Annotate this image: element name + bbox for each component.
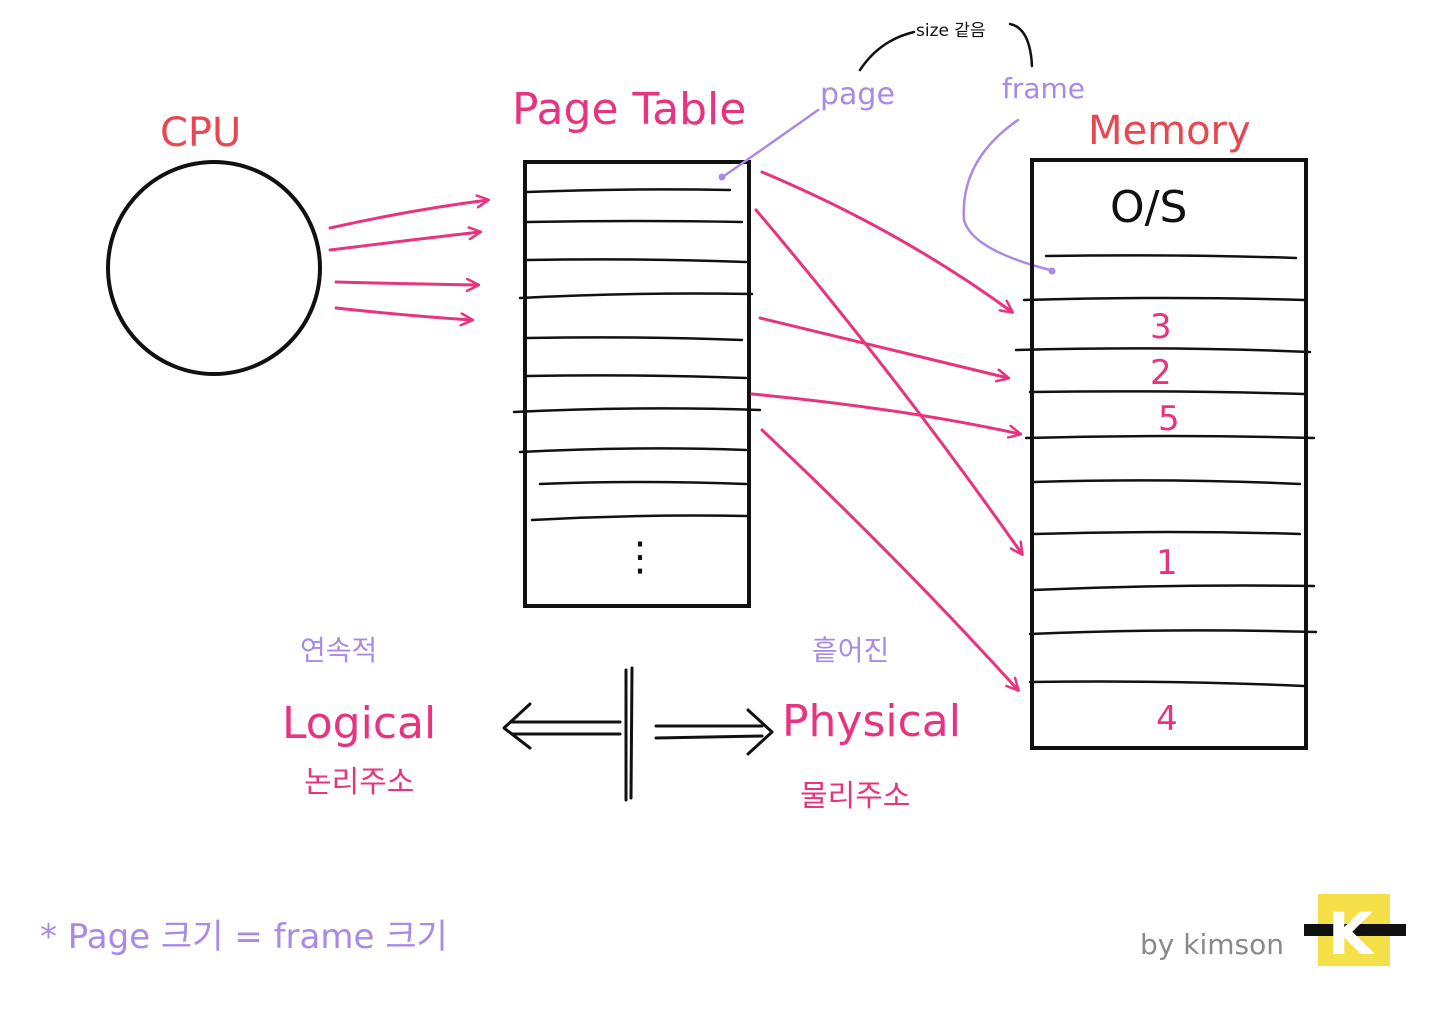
mapping-arrow	[758, 316, 1008, 378]
signature: by kimson	[1140, 928, 1284, 961]
cpu-arrow	[328, 200, 488, 230]
memory-frame-line	[1032, 530, 1302, 536]
page-annotation: page	[820, 77, 895, 112]
memory-frame-line	[1028, 629, 1318, 636]
page-table-row-line	[525, 374, 748, 380]
memory-frame-line	[1028, 390, 1306, 396]
mapping-arrow	[760, 170, 1012, 312]
page-table-title: Page Table	[512, 84, 746, 135]
frame-number: 3	[1150, 307, 1172, 347]
cpu-arrow	[334, 282, 478, 285]
mapping-arrow	[760, 428, 1018, 690]
page-table-ellipsis: ⋮	[620, 534, 660, 580]
memory-frame-lines	[1014, 254, 1318, 688]
logical-label: Logical	[282, 698, 436, 749]
logical-bottom-label: 논리주소	[304, 765, 414, 800]
physical-label: Physical	[782, 696, 961, 747]
physical-top-label: 흩어진	[812, 634, 889, 667]
memory-frame-line	[1022, 296, 1306, 302]
right-double-arrow	[654, 708, 774, 756]
frame-number: 2	[1150, 353, 1172, 393]
page-table-row-line	[525, 188, 732, 194]
cpu-arrow	[334, 306, 472, 320]
cpu-arrow	[328, 232, 480, 252]
frame-pointer	[962, 118, 1052, 272]
page-table-rows	[512, 188, 762, 522]
frame-number: 1	[1156, 543, 1178, 583]
logical-top-label: 연속적	[300, 634, 377, 667]
kimson-logo: K	[1304, 894, 1406, 968]
page-pointer	[722, 108, 820, 178]
page-table-box	[523, 160, 751, 608]
page-table-row-line	[512, 407, 762, 414]
logo-letter: K	[1328, 900, 1375, 968]
page-table-row-line	[525, 219, 744, 224]
page-table-row-line	[538, 480, 748, 486]
memory-frame-line	[1024, 434, 1316, 440]
frame-annotation: frame	[1002, 72, 1085, 105]
frame-number: 4	[1156, 699, 1178, 739]
cpu-arrows	[328, 200, 488, 320]
memory-frame-line	[1030, 584, 1316, 592]
page-table-row-line	[518, 447, 748, 454]
cpu-circle	[106, 160, 322, 376]
page-table-row-line	[525, 258, 748, 264]
frame-number: 5	[1158, 399, 1180, 439]
page-table-row-line	[530, 514, 750, 522]
memory-title: Memory	[1088, 108, 1251, 154]
mapping-arrow	[754, 208, 1022, 554]
logical-physical-divider	[502, 666, 774, 802]
left-double-arrow	[502, 702, 622, 750]
footnote: * Page 크기 = frame 크기	[40, 917, 448, 957]
mapping-arrows	[750, 170, 1022, 690]
mapping-arrow	[750, 392, 1020, 434]
frame-pointer-dot	[1048, 267, 1056, 275]
memory-frame-line	[1014, 347, 1312, 354]
memory-frame-line	[1028, 680, 1306, 688]
cpu-label: CPU	[160, 110, 241, 156]
page-table-row-line	[525, 336, 744, 342]
memory-frame-line	[1032, 479, 1302, 486]
memory-box	[1030, 158, 1308, 750]
page-pointer-dot	[718, 173, 726, 181]
size-note: size 같음	[916, 21, 986, 41]
size-note-bracket	[858, 22, 1034, 72]
os-label: O/S	[1110, 182, 1187, 233]
page-table-row-line	[518, 292, 754, 300]
logo-bar	[1304, 924, 1406, 936]
memory-frame-line	[1044, 254, 1298, 260]
physical-bottom-label: 물리주소	[800, 779, 910, 814]
